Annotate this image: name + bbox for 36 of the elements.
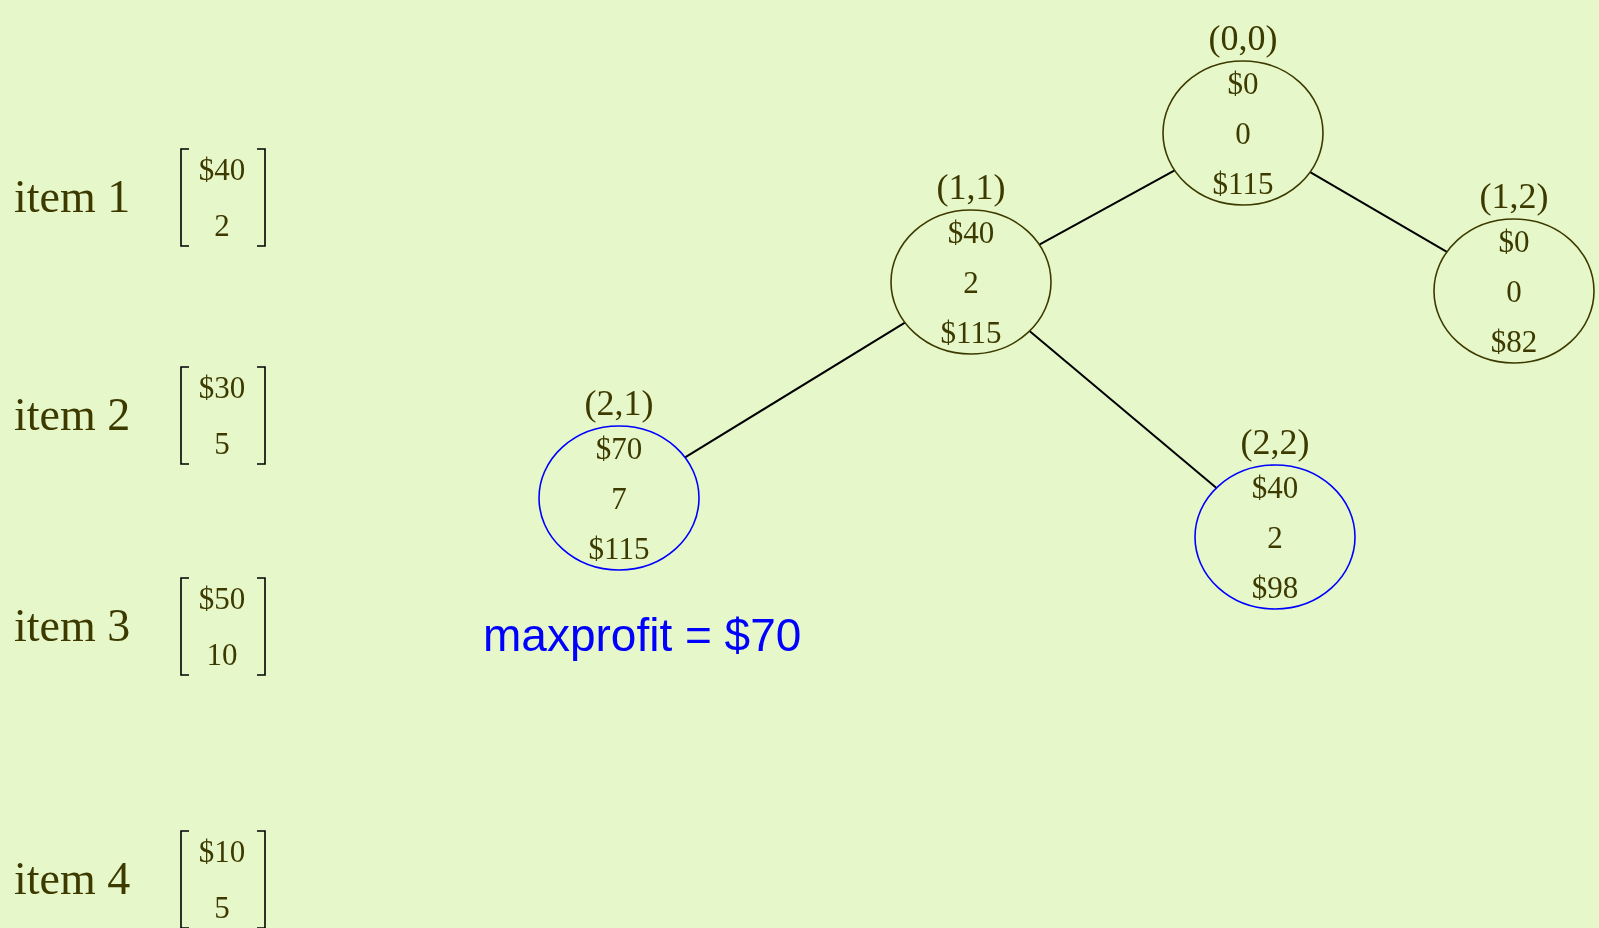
connector-line xyxy=(1309,171,1448,253)
connector-line xyxy=(1038,169,1176,246)
item-label: item 4 xyxy=(14,856,131,902)
vector-value: 2 xyxy=(214,209,230,241)
node-value: 2 xyxy=(963,266,979,298)
node-value: 2 xyxy=(1267,521,1283,553)
vector-value: $10 xyxy=(198,835,246,867)
node-value: $82 xyxy=(1490,325,1538,357)
item-label: item 1 xyxy=(14,174,131,220)
node-value: $0 xyxy=(1227,67,1259,99)
node-value: $115 xyxy=(588,532,650,564)
vector-value: $40 xyxy=(198,153,246,185)
node-value: 0 xyxy=(1235,117,1251,149)
vector-value: $30 xyxy=(198,371,246,403)
vector-value: 5 xyxy=(214,427,230,459)
node-value: $40 xyxy=(1251,471,1299,503)
node-value: $98 xyxy=(1251,571,1299,603)
node-value: $40 xyxy=(947,216,995,248)
vector-value: 5 xyxy=(214,891,230,923)
node-value: 7 xyxy=(611,482,627,514)
item-label: item 2 xyxy=(14,392,131,438)
node-value: 0 xyxy=(1506,275,1522,307)
connector-line xyxy=(684,321,906,459)
vector-value: $50 xyxy=(198,582,246,614)
node-value: $115 xyxy=(1212,167,1274,199)
node-heading: (1,1) xyxy=(936,169,1006,205)
node-value: $115 xyxy=(940,316,1002,348)
item-label: item 3 xyxy=(14,603,131,649)
node-value: $70 xyxy=(595,432,643,464)
node-heading: (2,2) xyxy=(1240,424,1310,460)
vector-value: 10 xyxy=(206,638,238,670)
node-heading: (2,1) xyxy=(584,385,654,421)
node-heading: (1,2) xyxy=(1479,178,1549,214)
node-value: $0 xyxy=(1498,225,1530,257)
node-heading: (0,0) xyxy=(1208,20,1278,56)
connector-line xyxy=(1028,330,1218,489)
